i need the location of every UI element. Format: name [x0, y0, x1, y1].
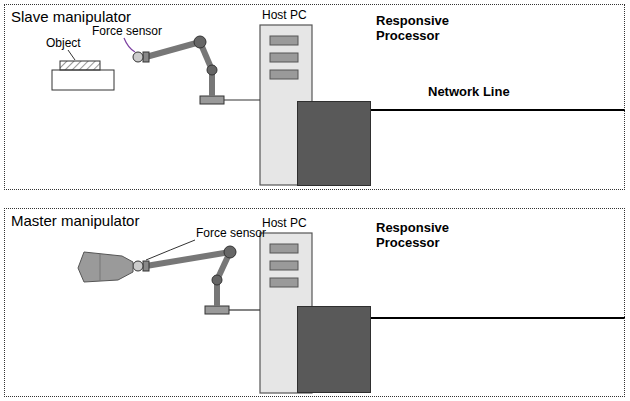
part-label: Object	[46, 36, 81, 50]
part-label: Force sensor	[196, 226, 266, 240]
node-text: Host PC	[262, 217, 307, 231]
node-text: Responsive Processor	[376, 221, 466, 251]
responsive-processor: Responsive Processor	[297, 306, 371, 393]
part-label: Force sensor	[92, 24, 162, 38]
line-label: Network Line	[428, 84, 510, 99]
node-text: Slave manipulator	[11, 8, 131, 25]
hand	[78, 252, 133, 282]
responsive-processor: Responsive Processor	[297, 101, 371, 186]
node-text: Host PC	[262, 9, 307, 23]
node-text: Responsive Processor	[376, 14, 466, 44]
node-text: Master manipulator	[11, 212, 139, 229]
network-line	[370, 109, 625, 111]
slave-arm	[124, 36, 260, 104]
group-region: Master manipulator Host PC Responsive Proc…	[4, 208, 625, 397]
object-illustration	[52, 50, 114, 90]
master-arm	[133, 240, 260, 314]
network-line	[370, 317, 625, 319]
